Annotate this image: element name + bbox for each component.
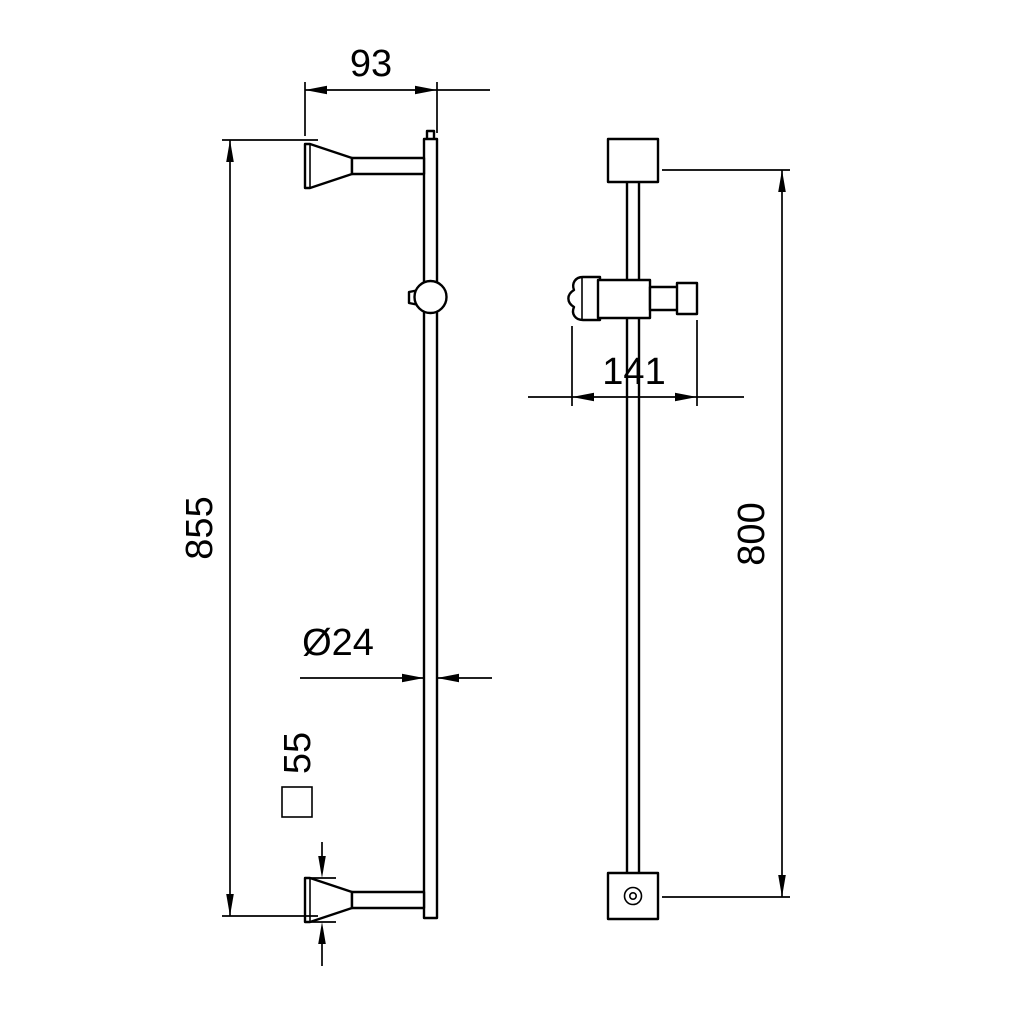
top-bracket-flange (303, 142, 354, 190)
arrowhead-left-pointing (437, 673, 459, 683)
slider-body-side (413, 279, 448, 315)
top-bracket-arm (350, 156, 426, 176)
arrowhead-down (318, 856, 326, 878)
bottom-mount-plate (606, 871, 660, 921)
rail-bar-front (625, 139, 641, 917)
dim-label-55: 55 (277, 732, 319, 774)
arrowhead-bottom (778, 875, 786, 897)
mount-screw-center (628, 891, 637, 900)
arrowhead-top (226, 140, 234, 162)
arrowhead-top (778, 170, 786, 192)
rail-bar-side (422, 137, 439, 920)
arrowhead-left (305, 85, 327, 95)
front-view: 141 800 (528, 137, 790, 921)
arrowhead-right (415, 85, 437, 95)
arrowhead-left (572, 392, 594, 402)
holder-end-cap (675, 281, 699, 316)
dimension-93: 93 (304, 43, 490, 136)
dimension-141: 141 (528, 320, 744, 406)
dim-label-141: 141 (602, 351, 665, 393)
arrowhead-up (318, 922, 326, 944)
dim-label-diameter: Ø24 (302, 622, 374, 664)
holder-arm (648, 285, 680, 312)
slider-body-front (596, 278, 652, 320)
mount-screw (623, 886, 643, 906)
slider-grip (567, 275, 602, 322)
dimension-diameter-24: Ø24 (300, 622, 492, 683)
bottom-bracket-arm (350, 890, 426, 910)
square-symbol (281, 786, 313, 818)
arrowhead-right (675, 392, 697, 402)
arrowhead-bottom (226, 894, 234, 916)
dimension-800: 800 (662, 169, 790, 898)
top-mount-plate (606, 137, 660, 184)
dimension-855: 855 (179, 139, 318, 917)
dim-label-93: 93 (350, 43, 392, 85)
arrowhead-right-pointing (402, 673, 424, 683)
dim-label-855: 855 (179, 496, 221, 559)
dim-label-800: 800 (731, 502, 773, 565)
dimension-55: 55 (277, 732, 336, 966)
side-view: 93 855 Ø24 55 (179, 43, 492, 966)
